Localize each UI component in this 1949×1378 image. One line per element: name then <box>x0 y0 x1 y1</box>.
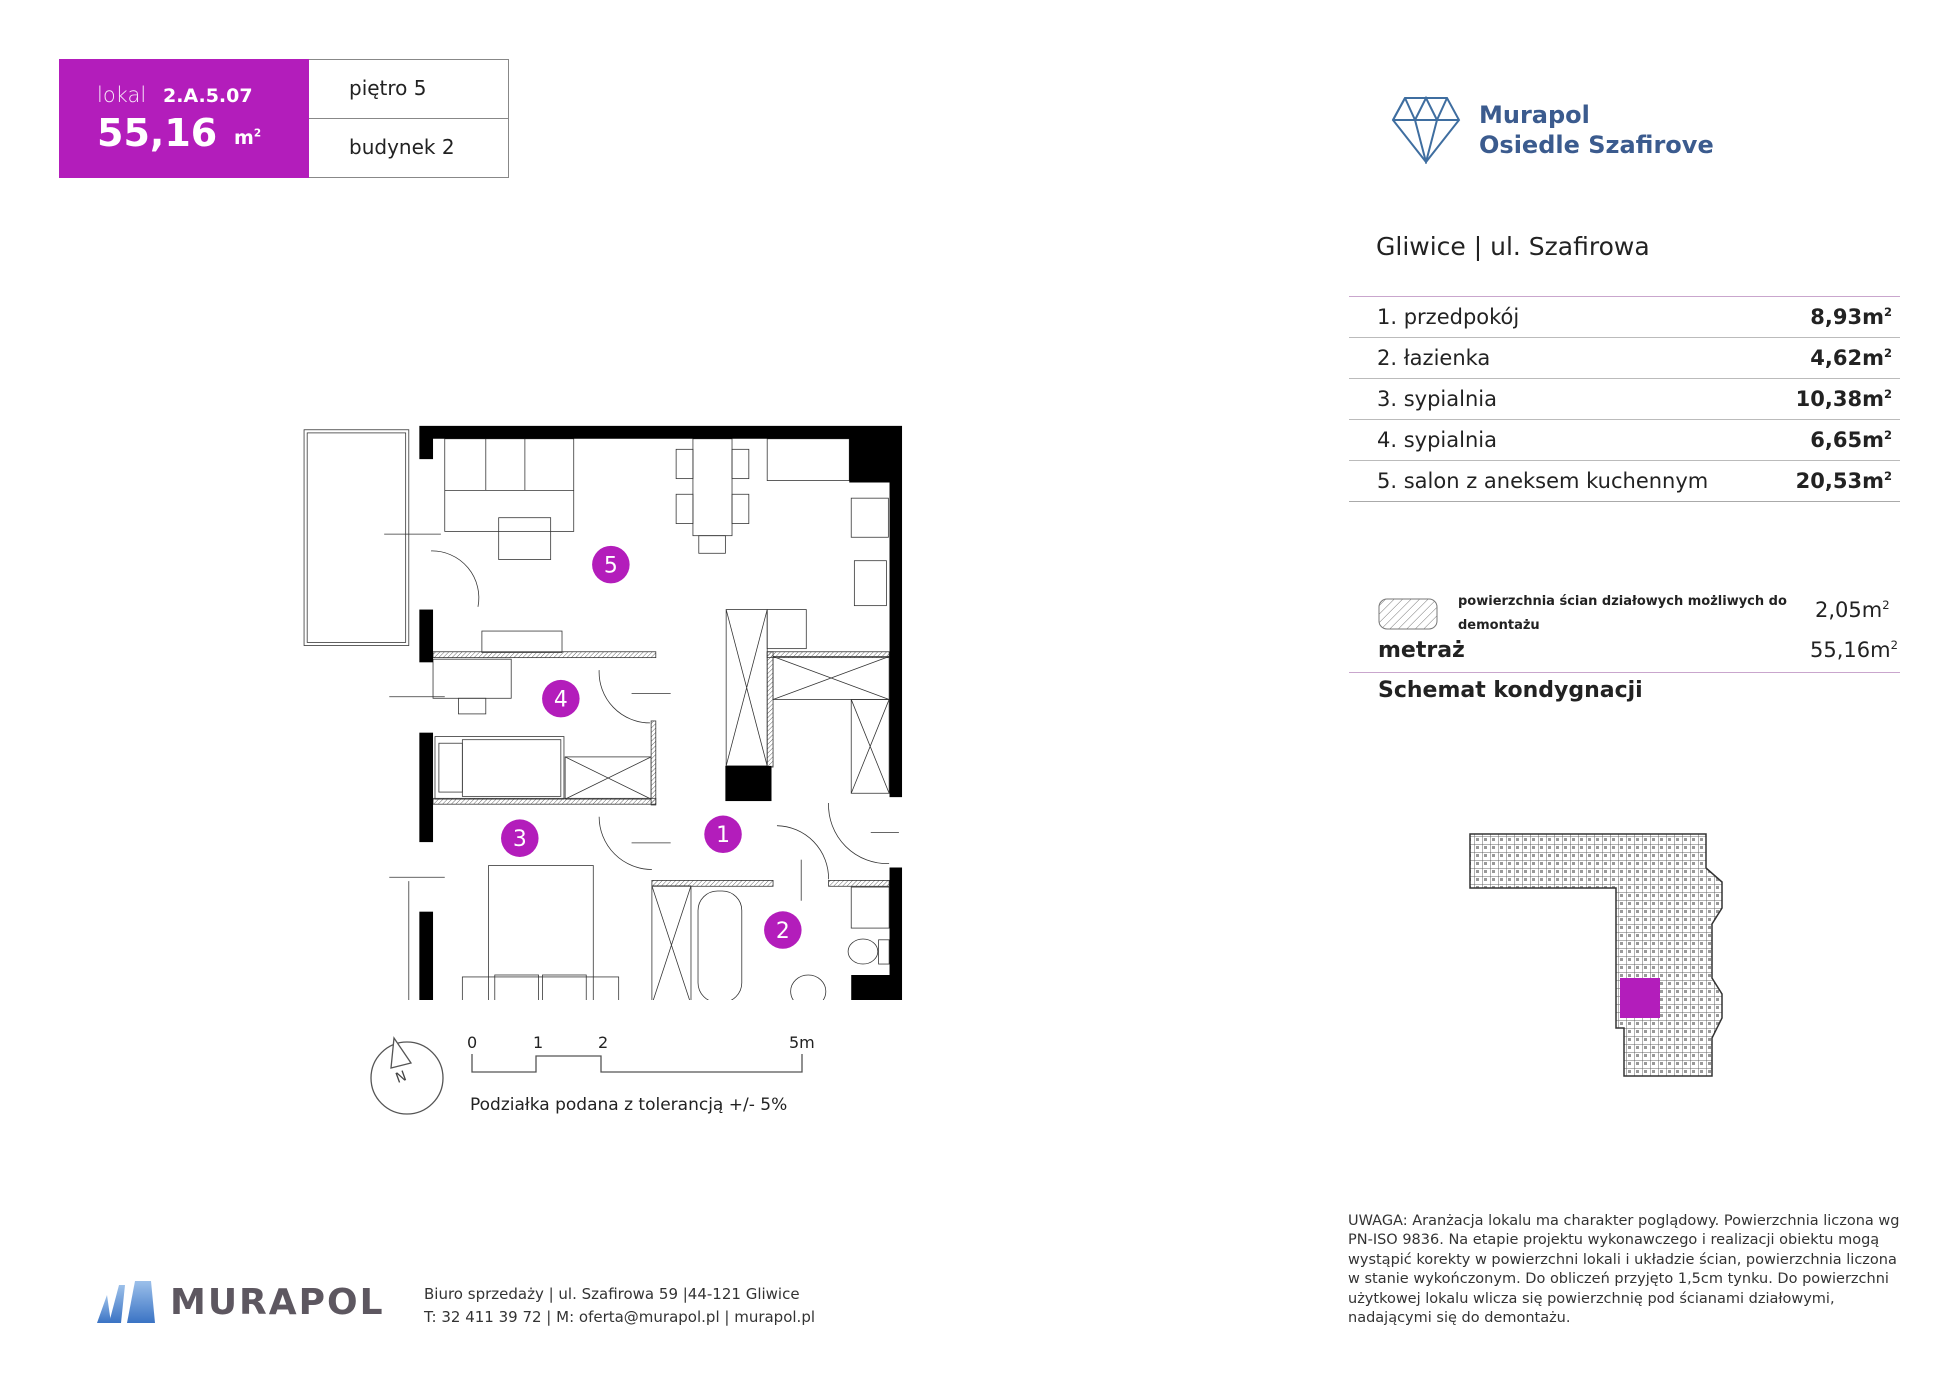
scale-tick-1: 1 <box>533 1033 544 1052</box>
room-row: 2. łazienka 4,62m2 <box>1349 338 1900 379</box>
brand-line2: Osiedle Szafirove <box>1479 131 1714 159</box>
room-area-value: 10,38m <box>1795 387 1884 411</box>
room-area: 4,62m2 <box>1810 346 1892 370</box>
room-row: 5. salon z aneksem kuchennym 20,53m2 <box>1349 461 1900 502</box>
room-marker-2: 2 <box>776 919 790 944</box>
room-name: 4. sypialnia <box>1377 428 1497 452</box>
building-label: budynek 2 <box>349 135 455 159</box>
sales-office-phone-email: T: 32 411 39 72 | M: oferta@murapol.pl |… <box>424 1308 816 1326</box>
room-row: 1. przedpokój 8,93m2 <box>1349 297 1900 338</box>
murapol-logo-icon <box>97 1281 155 1323</box>
total-area: 55,16m2 <box>1810 638 1898 662</box>
room-row: 4. sypialnia 6,65m2 <box>1349 420 1900 461</box>
unit-area: 55,16 <box>97 111 218 155</box>
room-area-value: 20,53m <box>1795 469 1884 493</box>
location: Gliwice | ul. Szafirowa <box>1376 232 1650 261</box>
total-label: metraż <box>1378 638 1465 663</box>
diamond-logo-icon <box>1391 95 1461 164</box>
brand-line1: Murapol <box>1479 101 1590 129</box>
room-markers: 1 2 3 4 5 <box>501 545 802 949</box>
total-area-value: 55,16m <box>1810 638 1891 662</box>
floor-label: piętro 5 <box>309 60 508 119</box>
room-area-value: 4,62m <box>1810 346 1884 370</box>
sales-office-contact: Biuro sprzedaży | ul. Szafirowa 59 |44-1… <box>424 1283 815 1329</box>
schema-title: Schemat kondygnacji <box>1378 678 1643 703</box>
scale-tick-2: 2 <box>598 1033 609 1052</box>
disclaimer: UWAGA: Aranżacja lokalu ma charakter pog… <box>1348 1213 1900 1327</box>
floor-plan: 1 2 3 4 5 <box>303 425 903 1000</box>
scale-note: Podziałka podana z tolerancją +/- 5% <box>470 1095 788 1115</box>
room-area: 8,93m2 <box>1810 305 1892 329</box>
room-area: 10,38m2 <box>1795 387 1892 411</box>
unit-area-unit: m2 <box>234 127 262 149</box>
room-row: 3. sypialnia 10,38m2 <box>1349 379 1900 420</box>
room-area-value: 8,93m <box>1810 305 1884 329</box>
north-compass-icon: N <box>370 1036 444 1115</box>
room-area-value: 6,65m <box>1810 428 1884 452</box>
highlighted-unit <box>1620 978 1660 1018</box>
legend-area: 2,05m2 <box>1815 598 1890 622</box>
room-marker-4: 4 <box>554 687 568 712</box>
balcony <box>303 429 410 646</box>
unit-label: lokal <box>97 83 147 107</box>
legend-text: powierzchnia ścian działowych możliwych … <box>1458 594 1787 633</box>
room-name: 5. salon z aneksem kuchennym <box>1377 469 1709 493</box>
unit-info-box: piętro 5 budynek 2 <box>309 59 509 178</box>
room-marker-1: 1 <box>716 823 730 848</box>
room-marker-5: 5 <box>604 553 618 578</box>
scale-bar <box>471 1054 803 1073</box>
room-area: 20,53m2 <box>1795 469 1892 493</box>
unit-summary-box: lokal 2.A.5.07 55,16 m2 <box>59 59 309 178</box>
divider <box>1349 672 1900 673</box>
room-name: 1. przedpokój <box>1377 305 1520 329</box>
legend-area-value: 2,05m <box>1815 598 1883 622</box>
hatch-legend-icon <box>1378 598 1438 630</box>
sales-office-address: Biuro sprzedaży | ul. Szafirowa 59 |44-1… <box>424 1285 800 1303</box>
scale-tick-5: 5m <box>789 1033 815 1052</box>
room-name: 3. sypialnia <box>1377 387 1497 411</box>
murapol-logo-text: MURAPOL <box>170 1282 385 1323</box>
unit-m: m <box>234 127 254 149</box>
brand-name: Murapol Osiedle Szafirove <box>1479 100 1714 160</box>
unit-code: 2.A.5.07 <box>163 85 253 107</box>
rooms-table: 1. przedpokój 8,93m2 2. łazienka 4,62m2 3.… <box>1349 296 1900 502</box>
scale-tick-0: 0 <box>467 1033 478 1052</box>
room-marker-3: 3 <box>513 827 527 852</box>
room-name: 2. łazienka <box>1377 346 1491 370</box>
building-floor-schema <box>1469 833 1723 1077</box>
room-area: 6,65m2 <box>1810 428 1892 452</box>
north-label: N <box>394 1068 409 1087</box>
